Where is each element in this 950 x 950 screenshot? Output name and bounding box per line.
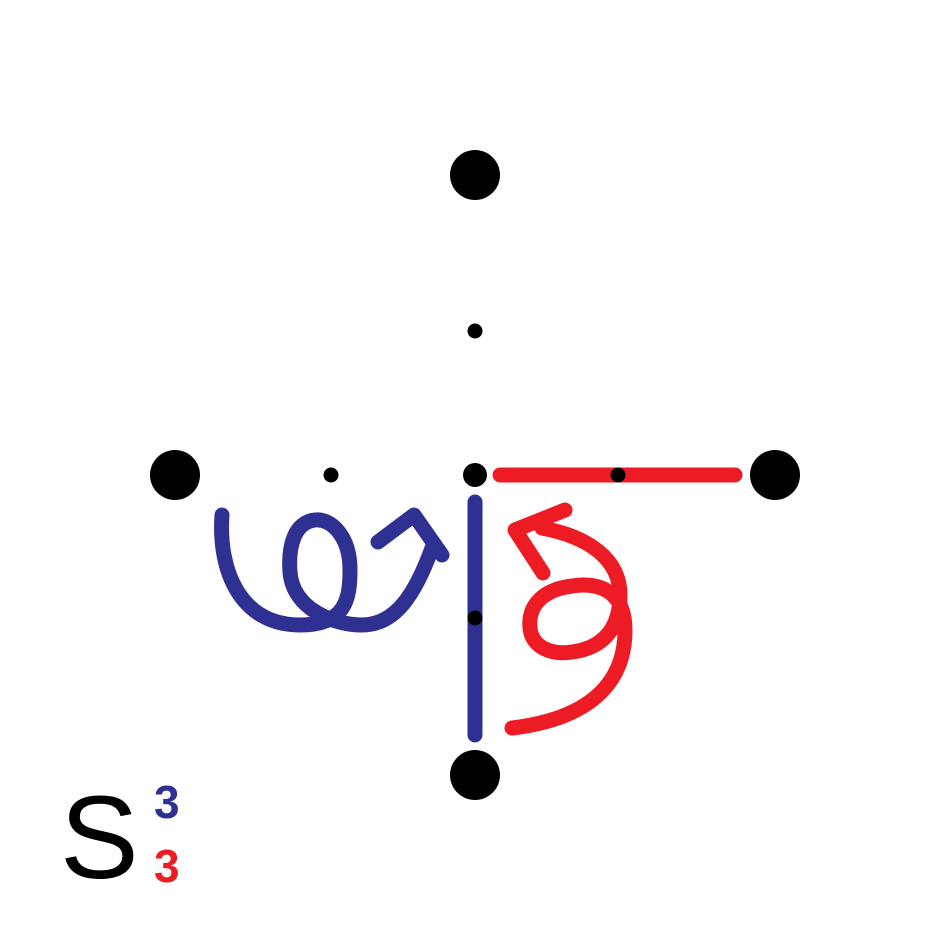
dot-right bbox=[610, 467, 626, 483]
label-upper-index: 3 bbox=[154, 776, 180, 828]
node-center bbox=[463, 463, 487, 487]
node-bottom bbox=[450, 750, 500, 800]
blue-arrowhead bbox=[370, 507, 450, 563]
dot-left bbox=[323, 467, 339, 483]
node-right bbox=[750, 450, 800, 500]
node-left bbox=[150, 450, 200, 500]
blue-loop-arrow bbox=[214, 507, 440, 633]
dot-upper bbox=[467, 323, 483, 339]
node-top bbox=[450, 150, 500, 200]
red-arrowhead bbox=[507, 502, 573, 581]
label-lower-index: 3 bbox=[154, 840, 180, 892]
red-loop-arrow bbox=[504, 520, 633, 736]
label-symbol: S bbox=[60, 772, 139, 904]
dot-lower bbox=[467, 610, 483, 626]
